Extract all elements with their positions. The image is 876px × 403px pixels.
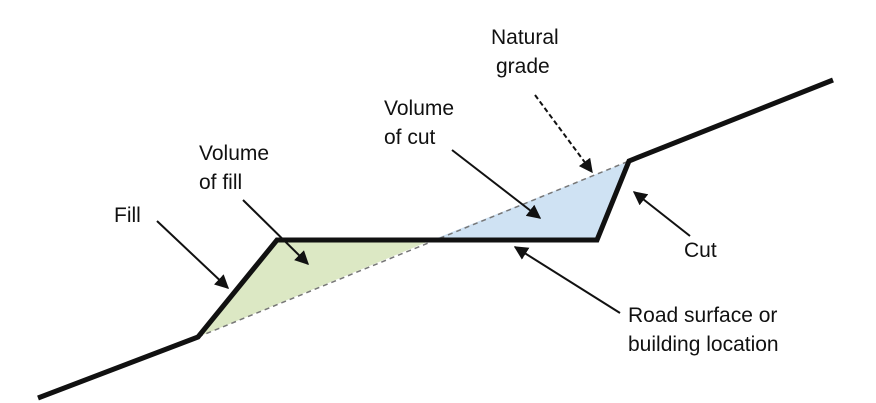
volume-of-cut-label-line1: Volume xyxy=(384,97,454,120)
volume-of-cut-label-line2: of cut xyxy=(384,126,436,149)
natural-grade-leader xyxy=(534,94,593,174)
volume-of-cut-region xyxy=(432,161,629,240)
fill-label: Fill xyxy=(114,204,141,227)
natural-grade-line xyxy=(197,160,630,338)
volume-of-fill-label: Volume of fill xyxy=(199,142,275,194)
road-surface-leader xyxy=(513,246,621,314)
road-surface-label: Road surface or building location xyxy=(628,304,783,356)
cut-label: Cut xyxy=(684,239,717,262)
natural-grade-label-line1: Natural xyxy=(491,26,559,49)
volume-of-fill-leader xyxy=(242,199,309,265)
road-surface-label-line2: building location xyxy=(628,333,779,356)
volume-of-cut-leader xyxy=(451,149,542,219)
volume-of-fill-label-line1: Volume xyxy=(199,142,269,165)
natural-grade-label: Natural grade xyxy=(491,26,565,78)
cut-leader xyxy=(632,191,691,237)
road-surface-label-line1: Road surface or xyxy=(628,304,777,327)
volume-of-fill-label-line2: of fill xyxy=(199,171,242,194)
finished-grade-profile xyxy=(37,77,834,401)
fill-leader xyxy=(156,220,230,289)
natural-grade-label-line2: grade xyxy=(496,55,550,78)
volume-of-cut-label: Volume of cut xyxy=(384,97,460,149)
